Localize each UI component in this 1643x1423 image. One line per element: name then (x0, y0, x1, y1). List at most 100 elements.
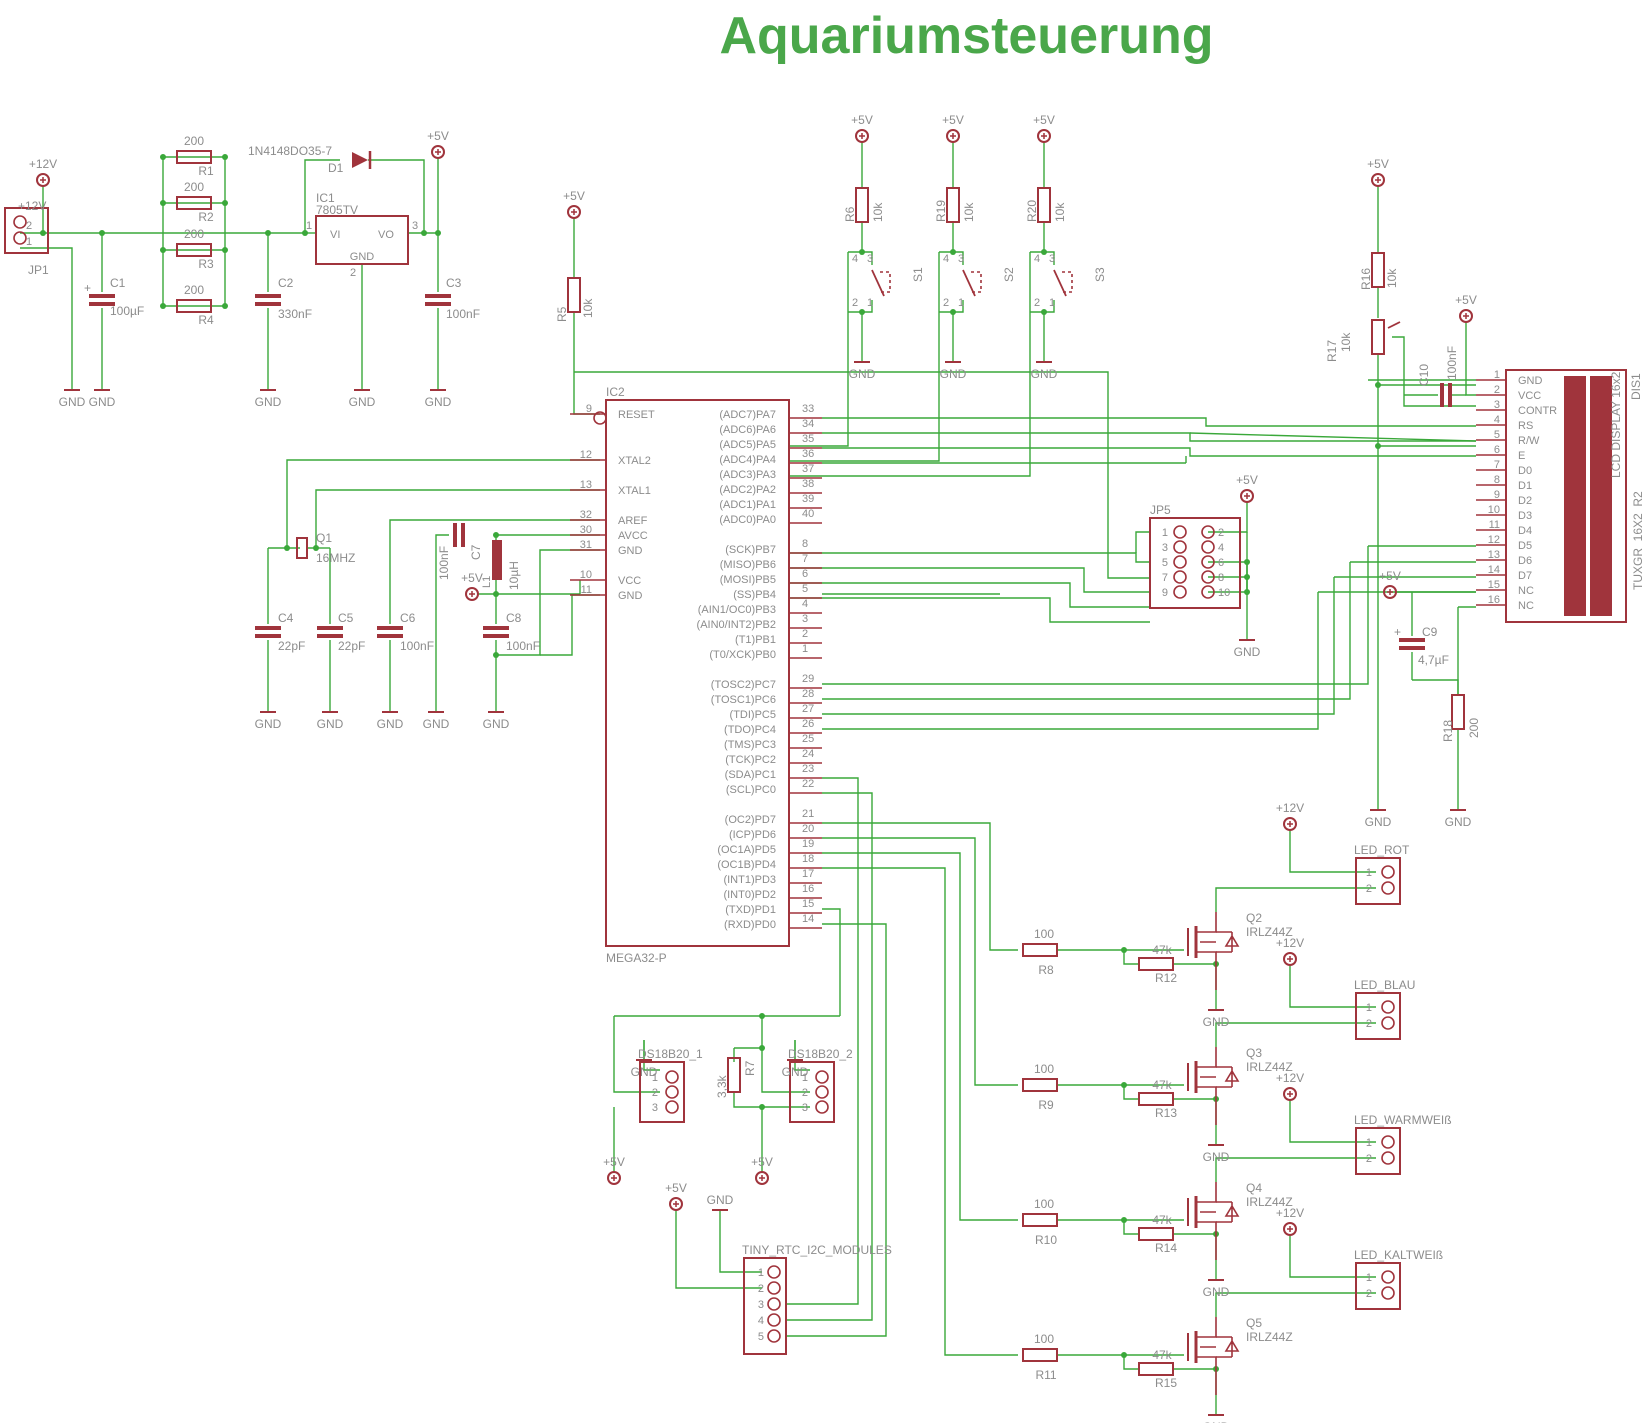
ic2-right-pin-label: (ADC0)PA0 (719, 514, 776, 526)
ic2-left-pin-num: 31 (580, 539, 592, 551)
supply-symbol (36, 173, 50, 187)
supply-symbol (607, 1171, 621, 1185)
labels: +12VJP121+12VGND+GNDC1100µF200R1200R2200… (18, 113, 1643, 1423)
junction-dot (222, 247, 228, 253)
wire (1215, 887, 1376, 912)
capacitor-plate (255, 634, 281, 638)
connector-pin (1173, 525, 1187, 539)
wire (790, 252, 849, 447)
crystal-q1 (296, 537, 308, 559)
label: 330nF (278, 307, 312, 321)
resistor-symbol (727, 1057, 741, 1093)
supply-plus (1287, 1226, 1293, 1232)
label: 200 (184, 180, 204, 194)
connector-pin (1173, 585, 1187, 599)
ic2-right-pin-label: (TMS)PC3 (724, 739, 776, 751)
wire (1030, 300, 1055, 313)
wire (1189, 432, 1477, 442)
supply-label: +5V (1455, 293, 1477, 307)
ground-label: GND (59, 395, 86, 409)
label: 3 (1162, 542, 1168, 554)
jp5-connector (1149, 517, 1241, 609)
ic1-pin-3: 3 (412, 220, 418, 232)
wire (304, 159, 340, 233)
wire (733, 1092, 810, 1108)
label: 7 (1494, 459, 1500, 471)
supply-label: +12V (1276, 1071, 1304, 1085)
ic2-right-pin-num: 17 (802, 868, 814, 880)
wire (1289, 1100, 1376, 1143)
ds-pin-num: 1 (652, 1072, 658, 1084)
ic1-pin-1: 1 (306, 220, 312, 232)
ground-label: GND (255, 717, 282, 731)
supply-plus (1041, 133, 1047, 139)
ic2-right-pin-num: 35 (802, 433, 814, 445)
rtc-pin-num: 4 (758, 1315, 764, 1327)
connector-pin (767, 1297, 781, 1311)
ic2-right-pin-num: 24 (802, 748, 814, 760)
led-pin-num: 2 (1366, 1288, 1372, 1300)
wire (790, 252, 1031, 477)
label: D7 (1518, 570, 1532, 582)
ic2-right-pin-num: 1 (802, 643, 808, 655)
label: 100 (1034, 1332, 1054, 1346)
connector-pin (767, 1265, 781, 1279)
ic2-left-pin-num: 12 (580, 449, 592, 461)
wire (1215, 1022, 1376, 1047)
wire (1465, 322, 1476, 396)
ic2-right-pin-num: 28 (802, 688, 814, 700)
ic2-left-pin-label: AVCC (618, 530, 648, 542)
label: GND (1518, 375, 1543, 387)
switch-actuator (971, 271, 982, 293)
label: 11 (1489, 519, 1500, 531)
label: C8 (506, 611, 522, 625)
lcd-bar (1590, 376, 1612, 616)
rtc-pin-num: 3 (758, 1299, 764, 1311)
led-pin-num: 1 (1366, 1137, 1372, 1149)
ds-pin-num: 3 (802, 1102, 808, 1114)
label: 10k (1385, 268, 1399, 288)
label: 16 (1488, 594, 1500, 606)
lcd-caption: LCD DISPLAY 16x2 (1609, 371, 1623, 478)
ds-pin-num: 2 (802, 1087, 808, 1099)
capacitor-plate (425, 302, 451, 306)
ic2-left-pin-num: 30 (580, 524, 592, 536)
resistor-symbol (946, 187, 960, 223)
supply-plus (950, 133, 956, 139)
ic2-right-pin-label: (OC1B)PD4 (717, 859, 776, 871)
wire (794, 1040, 810, 1071)
label: TINY_RTC_I2C_MODULES (742, 1243, 892, 1257)
ground-label: GND (377, 717, 404, 731)
wire (20, 247, 73, 370)
resistor-symbol (1037, 187, 1051, 223)
rtc-module (743, 1257, 787, 1355)
wire (848, 251, 873, 265)
connector-pin (1381, 1000, 1395, 1014)
wire (822, 867, 1018, 1356)
label: 10µH (507, 561, 521, 590)
label: 1 (1494, 369, 1500, 381)
switch-actuator (1062, 271, 1073, 293)
supply-symbol (1037, 129, 1051, 143)
label: R/W (1518, 435, 1540, 447)
label: DS18B20_2 (788, 1047, 853, 1061)
ic2-left-pin-label: RESET (618, 409, 655, 421)
mosfet-body (1196, 1047, 1240, 1125)
ic2-right-pin-num: 19 (802, 838, 814, 850)
supply-symbol (855, 129, 869, 143)
ic2-right-pin-label: (MISO)PB6 (720, 559, 776, 571)
wire (1123, 1220, 1138, 1235)
label: 5 (1494, 429, 1500, 441)
label: 200 (184, 134, 204, 148)
capacitor-plate (377, 626, 403, 630)
lcd-dis1 (1505, 369, 1627, 623)
jp1-pin-2: 2 (26, 220, 32, 232)
ic2-left-pin-num: 11 (581, 584, 592, 596)
connector-pin (1381, 1016, 1395, 1030)
capacitor-plate (453, 523, 457, 547)
label: R12 (1155, 971, 1177, 985)
mosfet-diode-link (1216, 1201, 1232, 1223)
supply-label: +5V (1033, 113, 1055, 127)
inductor-l1 (492, 540, 502, 580)
label: C4 (278, 611, 294, 625)
